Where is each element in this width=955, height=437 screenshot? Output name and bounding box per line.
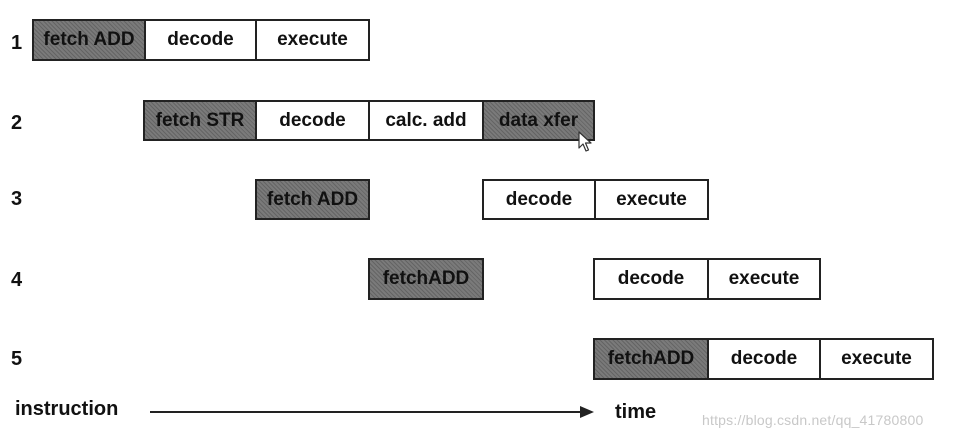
stage-decode-2: decode — [255, 100, 370, 141]
stage-decode-5: decode — [707, 338, 821, 380]
stage-fetch-add-4: fetchADD — [368, 258, 484, 300]
stage-execute-5: execute — [819, 338, 934, 380]
instruction-axis-label: instruction — [15, 398, 119, 420]
mouse-pointer-icon — [578, 131, 592, 152]
stage-execute-3: execute — [594, 179, 709, 220]
stage-calc-add-2: calc. add — [368, 100, 484, 141]
stage-execute-4: execute — [707, 258, 821, 300]
stage-decode-3: decode — [482, 179, 596, 220]
stage-fetch-add-1: fetch ADD — [32, 19, 146, 61]
stage-data-xfer-2: data xfer — [482, 100, 595, 141]
watermark-text: https://blog.csdn.net/qq_41780800 — [702, 412, 924, 428]
row-number-1: 1 — [11, 32, 23, 54]
row-number-4: 4 — [11, 269, 23, 291]
row-number-5: 5 — [11, 348, 23, 370]
stage-decode-1: decode — [144, 19, 257, 61]
stage-execute-1: execute — [255, 19, 370, 61]
time-axis-label: time — [615, 401, 657, 423]
stage-fetch-str-2: fetch STR — [143, 100, 257, 141]
row-number-2: 2 — [11, 112, 23, 134]
stage-fetch-add-5: fetchADD — [593, 338, 709, 380]
stage-fetch-add-3: fetch ADD — [255, 179, 370, 220]
row-number-3: 3 — [11, 188, 23, 210]
stage-decode-4: decode — [593, 258, 709, 300]
